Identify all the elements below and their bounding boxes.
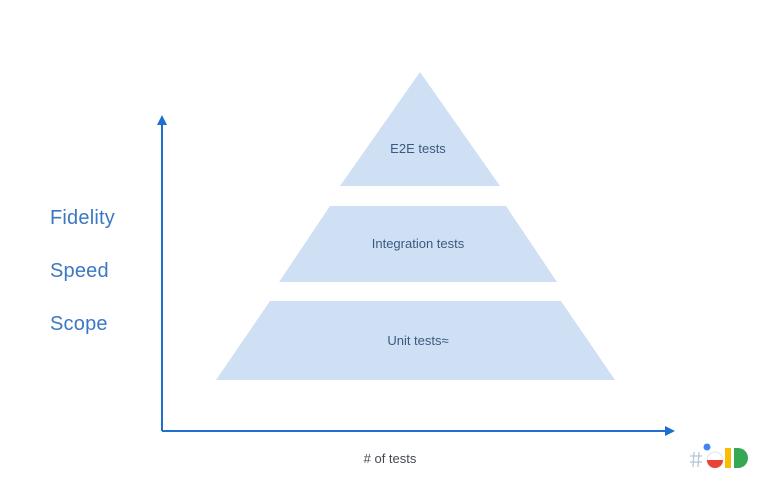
x-axis-label: # of tests — [363, 451, 417, 466]
pyramid-tier-bottom — [216, 301, 615, 380]
google-io-logo-icon — [690, 443, 748, 469]
pyramid-tier-middle — [279, 206, 557, 282]
scope-label: Scope — [50, 313, 108, 335]
unit-tests-label: Unit tests≈ — [387, 333, 449, 348]
pyramid-tier-top — [340, 72, 500, 186]
speed-label: Speed — [50, 260, 109, 282]
integration-tests-label: Integration tests — [371, 236, 465, 251]
e2e-tests-label: E2E tests — [390, 141, 446, 156]
fidelity-label: Fidelity — [50, 207, 115, 229]
